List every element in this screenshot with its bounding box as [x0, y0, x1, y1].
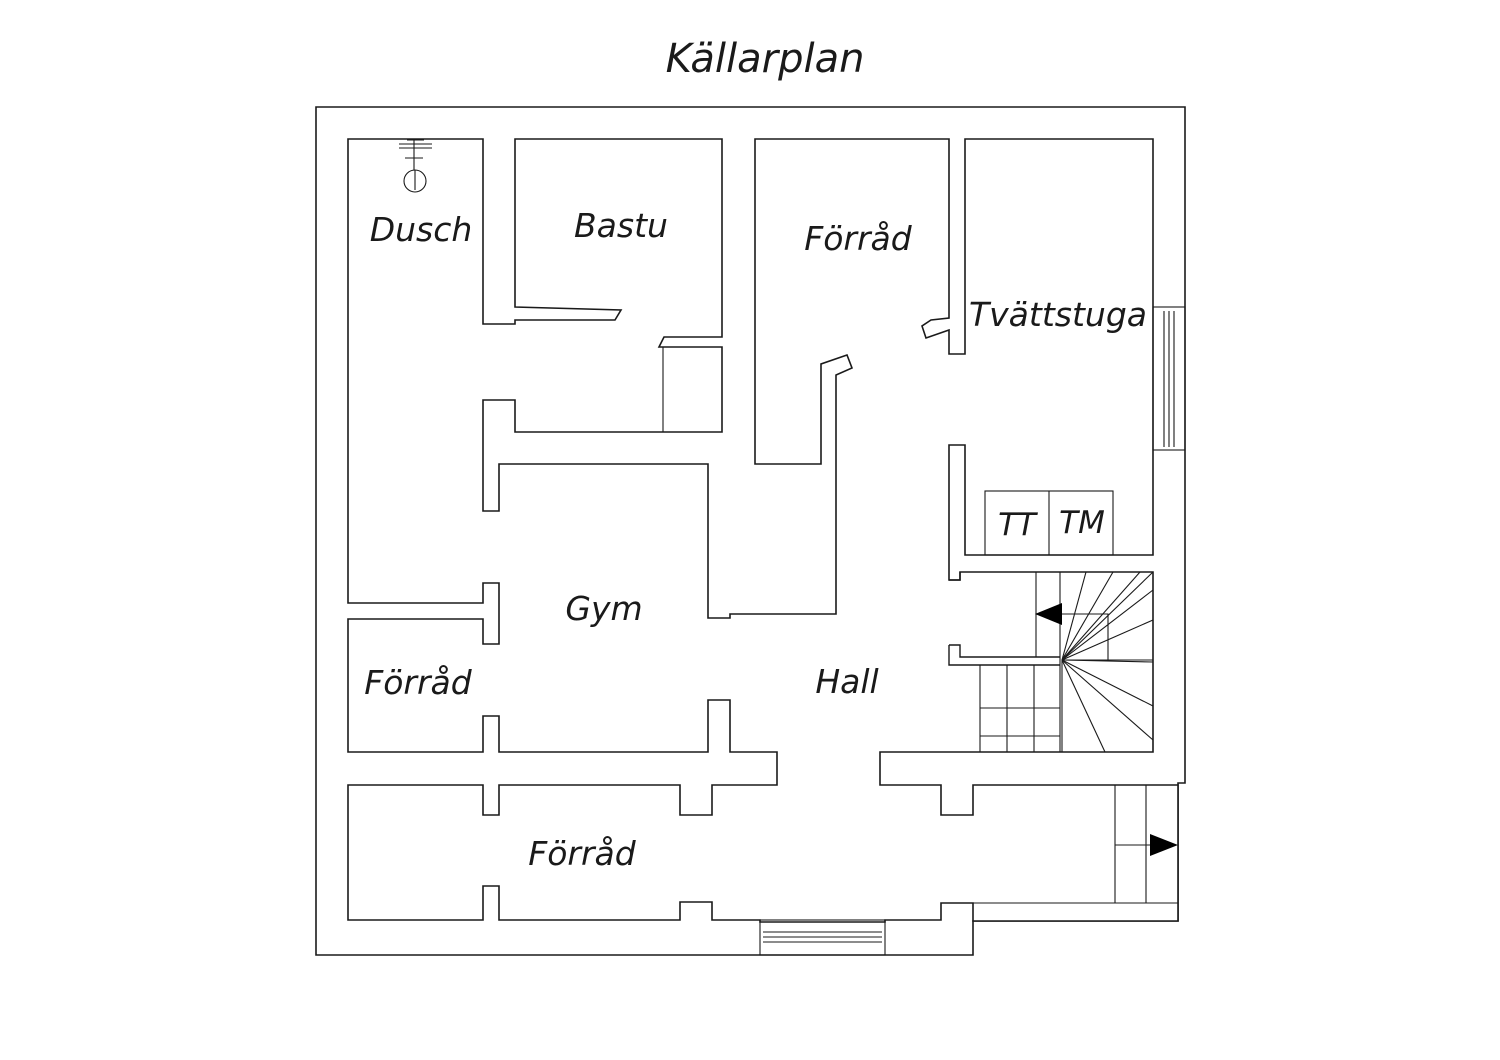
- appliance-boxes: [984, 490, 1114, 556]
- entrance-stairs-icon: [973, 785, 1178, 904]
- room-label-hall: Hall: [815, 662, 878, 701]
- stairs-direction-arrow-icon: [1035, 603, 1100, 625]
- window-bottom-icon: [759, 919, 886, 956]
- room-label-bastu: Bastu: [574, 206, 668, 245]
- appliance-label-tm: TM: [1059, 505, 1105, 541]
- plan-title: Källarplan: [665, 36, 865, 82]
- stairwell-walls: [948, 572, 1060, 666]
- stairs-icon: [979, 571, 1154, 753]
- room-outlines: [347, 138, 1179, 923]
- window-icon: [1152, 306, 1186, 451]
- room-label-gym: Gym: [565, 589, 642, 628]
- room-label-forrad-bottom: Förråd: [528, 834, 637, 873]
- room-label-tvattstuga: Tvättstuga: [969, 295, 1147, 334]
- room-label-dusch: Dusch: [370, 210, 473, 249]
- appliance-label-tt: TT: [998, 507, 1038, 543]
- room-label-forrad-left: Förråd: [364, 663, 473, 702]
- shower-icon: [399, 139, 432, 193]
- room-label-forrad-top: Förråd: [804, 219, 913, 258]
